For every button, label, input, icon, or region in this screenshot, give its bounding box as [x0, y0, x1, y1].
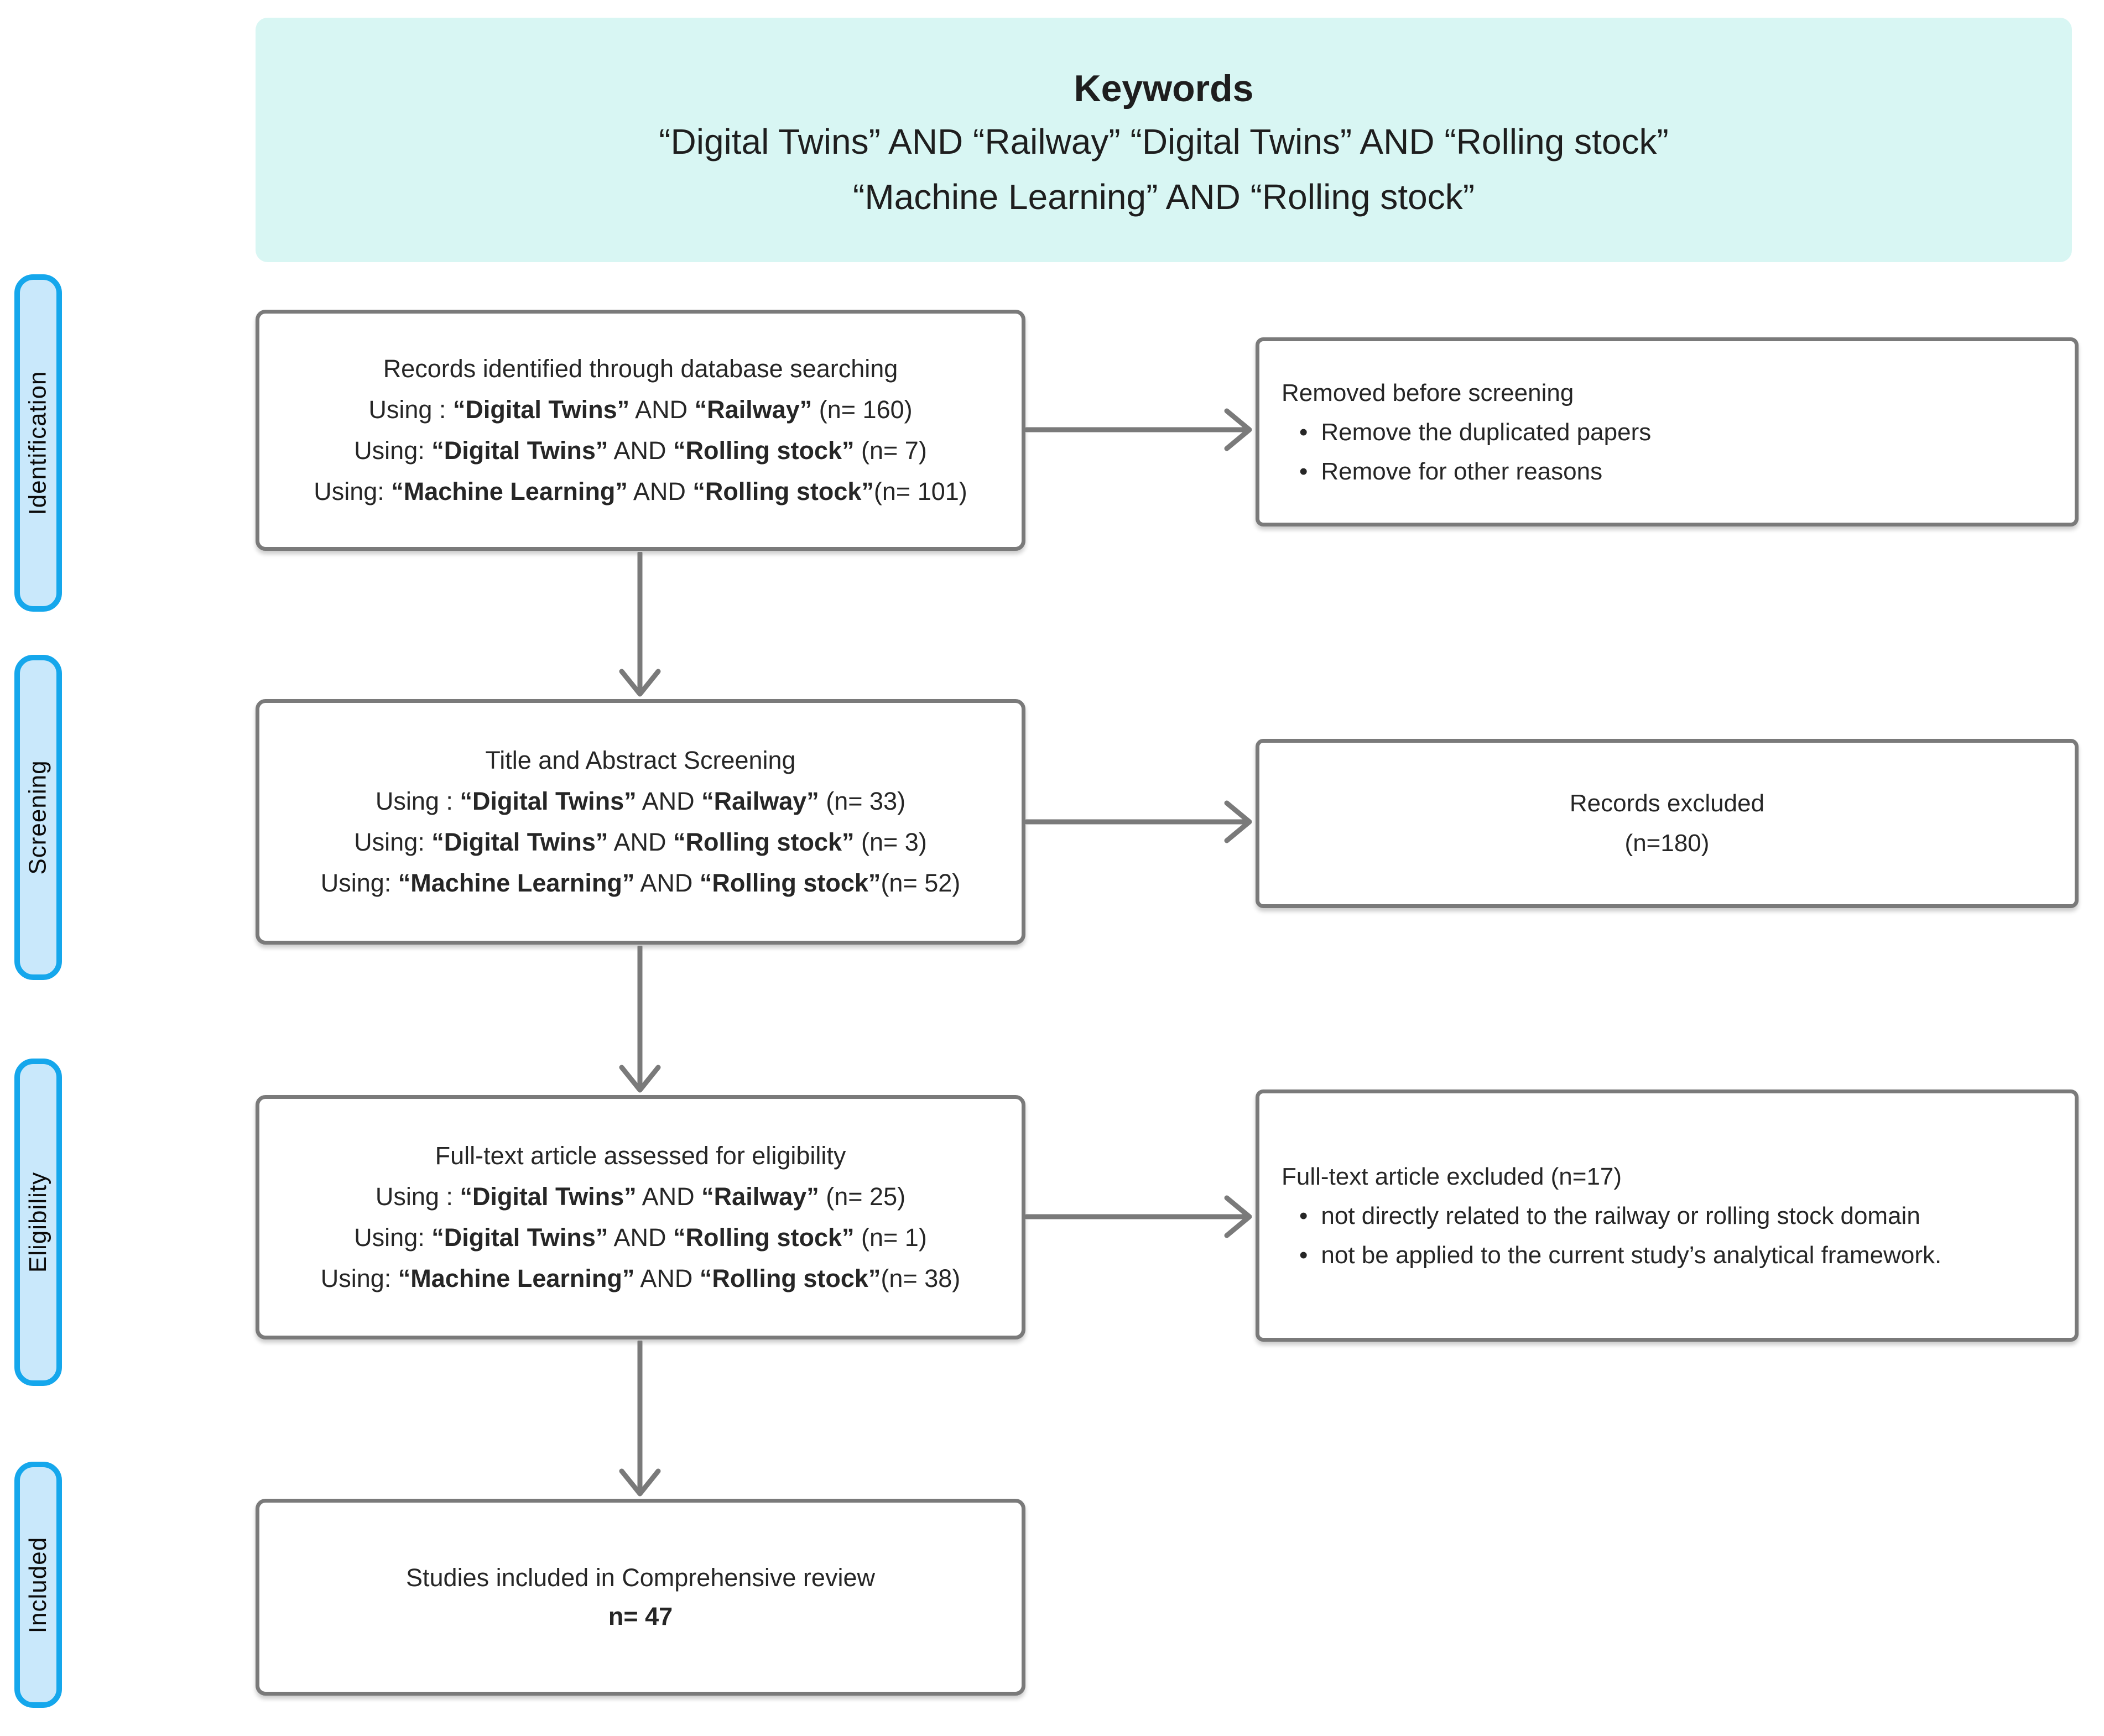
flow-box-line: Using: “Machine Learning” AND “Rolling s… — [320, 1264, 961, 1292]
stage-label-eligibility: Eligibility — [24, 1171, 52, 1273]
side-box-line: (n=180) — [1624, 830, 1710, 857]
flow-box-line: Studies included in Comprehensive review — [406, 1563, 875, 1592]
keywords-title: Keywords — [1074, 67, 1254, 110]
arrow-right-icon — [1025, 405, 1253, 455]
side-box-removed-before-screening: Removed before screening • Remove the du… — [1256, 337, 2079, 526]
keywords-box: Keywords “Digital Twins” AND “Railway” “… — [256, 18, 2072, 262]
flow-box-line: n= 47 — [608, 1602, 673, 1630]
arrow-down-icon — [617, 946, 663, 1094]
flow-box-line: Records identified through database sear… — [383, 355, 898, 383]
stage-label-included: Included — [24, 1536, 52, 1633]
flow-box-line: Using: “Digital Twins” AND “Rolling stoc… — [354, 1223, 927, 1252]
bullet-item: • Remove the duplicated papers — [1299, 413, 1651, 452]
bullet-item: • not directly related to the railway or… — [1299, 1196, 1920, 1235]
bullet-icon: • — [1299, 1202, 1308, 1229]
flow-box-records-identified: Records identified through database sear… — [256, 310, 1025, 551]
stage-pill-screening: Screening — [14, 655, 62, 980]
side-box-line: Records excluded — [1569, 790, 1765, 817]
keywords-line-1: “Digital Twins” AND “Railway” “Digital T… — [659, 122, 1669, 161]
side-box-records-excluded: Records excluded (n=180) — [1256, 739, 2079, 908]
arrow-down-icon — [617, 552, 663, 698]
flow-box-line: Using: “Digital Twins” AND “Rolling stoc… — [354, 828, 927, 856]
side-box-title: Full-text article excluded (n=17) — [1282, 1162, 1622, 1190]
stage-pill-eligibility: Eligibility — [14, 1059, 62, 1386]
bullet-text: Remove the duplicated papers — [1321, 418, 1652, 446]
flow-box-line: Using: “Machine Learning” AND “Rolling s… — [314, 477, 967, 505]
stage-pill-identification: Identification — [14, 274, 62, 612]
flow-box-line: Using: “Machine Learning” AND “Rolling s… — [320, 869, 961, 897]
side-box-fulltext-excluded: Full-text article excluded (n=17) • not … — [1256, 1089, 2079, 1342]
stage-label-screening: Screening — [24, 760, 52, 875]
bullet-text: Remove for other reasons — [1321, 457, 1603, 485]
bullet-text: not directly related to the railway or r… — [1321, 1202, 1920, 1229]
flow-box-fulltext-eligibility: Full-text article assessed for eligibili… — [256, 1095, 1025, 1339]
flow-box-title-abstract-screening: Title and Abstract Screening Using : “Di… — [256, 699, 1025, 945]
bullet-icon: • — [1299, 418, 1308, 446]
keywords-line-2: “Machine Learning” AND “Rolling stock” — [853, 177, 1475, 217]
arrow-right-icon — [1025, 1192, 1253, 1242]
flow-box-line: Using: “Digital Twins” AND “Rolling stoc… — [354, 436, 927, 465]
bullet-icon: • — [1299, 1241, 1308, 1269]
stage-pill-included: Included — [14, 1462, 62, 1708]
stage-label-identification: Identification — [24, 371, 51, 515]
flow-box-line: Using : “Digital Twins” AND “Railway” (n… — [375, 1182, 906, 1211]
bullet-item: • Remove for other reasons — [1299, 452, 1602, 491]
flow-box-line: Using : “Digital Twins” AND “Railway” (n… — [368, 395, 913, 424]
bullet-item: • not be applied to the current study’s … — [1299, 1235, 1941, 1275]
flow-box-line: Using : “Digital Twins” AND “Railway” (n… — [375, 787, 906, 815]
side-box-title: Removed before screening — [1282, 379, 1574, 406]
arrow-right-icon — [1025, 797, 1253, 847]
bullet-icon: • — [1299, 457, 1308, 485]
flow-box-studies-included: Studies included in Comprehensive review… — [256, 1499, 1025, 1696]
flow-box-line: Full-text article assessed for eligibili… — [435, 1141, 846, 1170]
arrow-down-icon — [617, 1341, 663, 1498]
flow-box-line: Title and Abstract Screening — [485, 746, 796, 774]
bullet-text: not be applied to the current study’s an… — [1321, 1241, 1942, 1269]
